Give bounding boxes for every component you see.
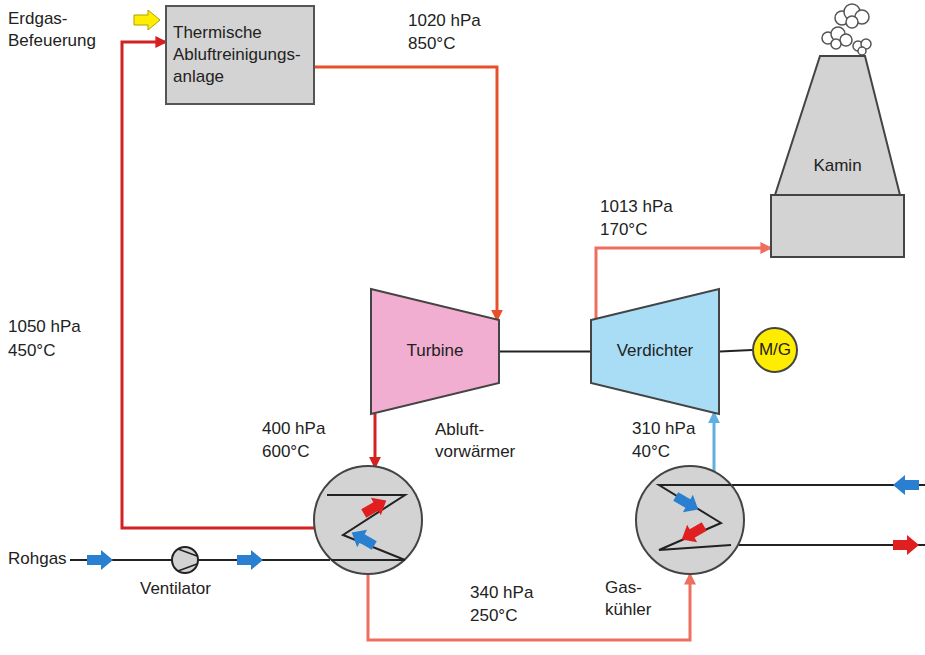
gas-inlet-arrow xyxy=(134,10,160,30)
flow-annotation: 1020 hPa xyxy=(408,10,481,32)
shaft-line xyxy=(500,351,590,353)
smoke-clouds xyxy=(822,4,871,55)
node-label: Verdichter xyxy=(617,340,694,362)
shaft-line xyxy=(720,350,752,352)
flow-annotation: Erdgas- Befeuerung xyxy=(8,8,103,52)
flow-annotation: 340 hPa xyxy=(470,582,533,604)
node-label: Turbine xyxy=(406,340,463,362)
fan-symbol xyxy=(172,547,198,573)
node-outline xyxy=(313,465,423,575)
flow-annotation: Rohgas xyxy=(8,548,67,570)
flow-connector xyxy=(315,67,497,319)
node-label: Kamin xyxy=(770,155,905,177)
flow-connector xyxy=(368,575,690,640)
node-outline xyxy=(635,465,745,575)
flow-annotation: Ventilator xyxy=(140,578,211,600)
flow-annotation: 600°C xyxy=(262,441,309,463)
flow-annotation: 850°C xyxy=(408,33,455,55)
flow-annotation: 310 hPa xyxy=(632,418,695,440)
flow-annotation: 1050 hPa xyxy=(8,316,81,338)
turbine-shape: Turbine xyxy=(370,288,500,415)
process-box: Thermische Abluftreinigungs- anlage xyxy=(165,5,315,105)
chimney-shape: Kamin xyxy=(770,55,905,258)
motor-generator: M/G xyxy=(752,327,798,373)
gas-cooler: Gas- kühler xyxy=(635,465,745,575)
flow-annotation: 1013 hPa xyxy=(600,196,673,218)
raw-gas-line xyxy=(70,550,330,570)
flow-annotation: 170°C xyxy=(600,219,647,241)
flow-connector xyxy=(374,414,377,467)
node-label: Thermische Abluftreinigungs- anlage xyxy=(173,22,307,88)
flow-connector xyxy=(122,42,315,528)
compressor-shape: Verdichter xyxy=(590,288,720,415)
node-label: M/G xyxy=(759,339,791,361)
heat-exchanger: Abluft- vorwärmer xyxy=(313,465,423,575)
flow-annotation: 450°C xyxy=(8,340,55,362)
flow-annotation: 40°C xyxy=(632,441,670,463)
node-label: Abluft- vorwärmer xyxy=(435,419,530,463)
flow-annotation: 400 hPa xyxy=(262,418,325,440)
node-label: Gas- kühler xyxy=(605,577,660,621)
flow-annotation: 250°C xyxy=(470,605,517,627)
cooling-water-lines xyxy=(732,475,925,555)
flow-connector xyxy=(713,414,716,472)
